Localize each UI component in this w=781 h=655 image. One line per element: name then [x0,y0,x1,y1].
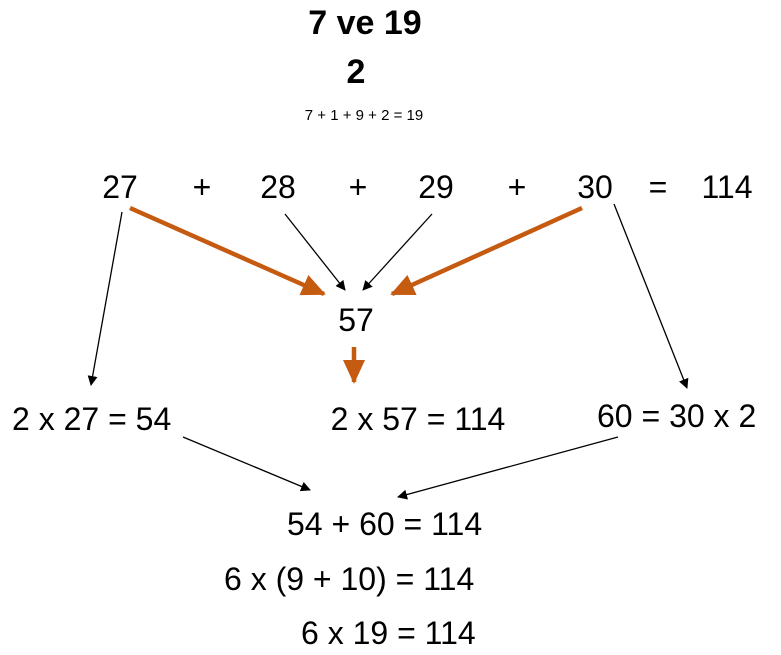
sum-line: 54 + 60 = 114 [287,506,483,542]
top-total: 114 [701,169,753,205]
top-number-27: 27 [102,169,138,205]
arrow-left-product-to-sum [182,436,311,492]
top-plus-1: + [192,169,212,205]
arrow-30-to-right-product [613,203,689,389]
arrow-29-to-57 [362,213,433,291]
factor-line: 6 x (9 + 10) = 114 [224,561,475,597]
arrow-30-to-57 [390,205,583,297]
top-number-28: 28 [260,169,296,205]
arrow-right-product-to-sum [397,436,619,500]
final-line: 6 x 19 = 114 [301,615,476,651]
title: 7 ve 19 [308,4,422,42]
left-product: 2 x 27 = 54 [12,401,172,437]
subtitle: 2 [346,53,366,91]
arrow-27-to-left-product [87,211,123,386]
digit-sum-caption: 7 + 1 + 9 + 2 = 19 [304,107,424,124]
right-product: 60 = 30 x 2 [597,398,757,434]
top-equals: = [648,169,668,205]
top-plus-2: + [348,169,368,205]
center-product: 2 x 57 = 114 [330,401,506,437]
top-number-29: 29 [418,169,454,205]
arrow-28-to-57 [284,213,346,291]
arrow-27-to-57 [129,205,326,297]
top-number-30: 30 [577,169,613,205]
middle-number: 57 [338,302,374,338]
top-plus-3: + [507,169,527,205]
